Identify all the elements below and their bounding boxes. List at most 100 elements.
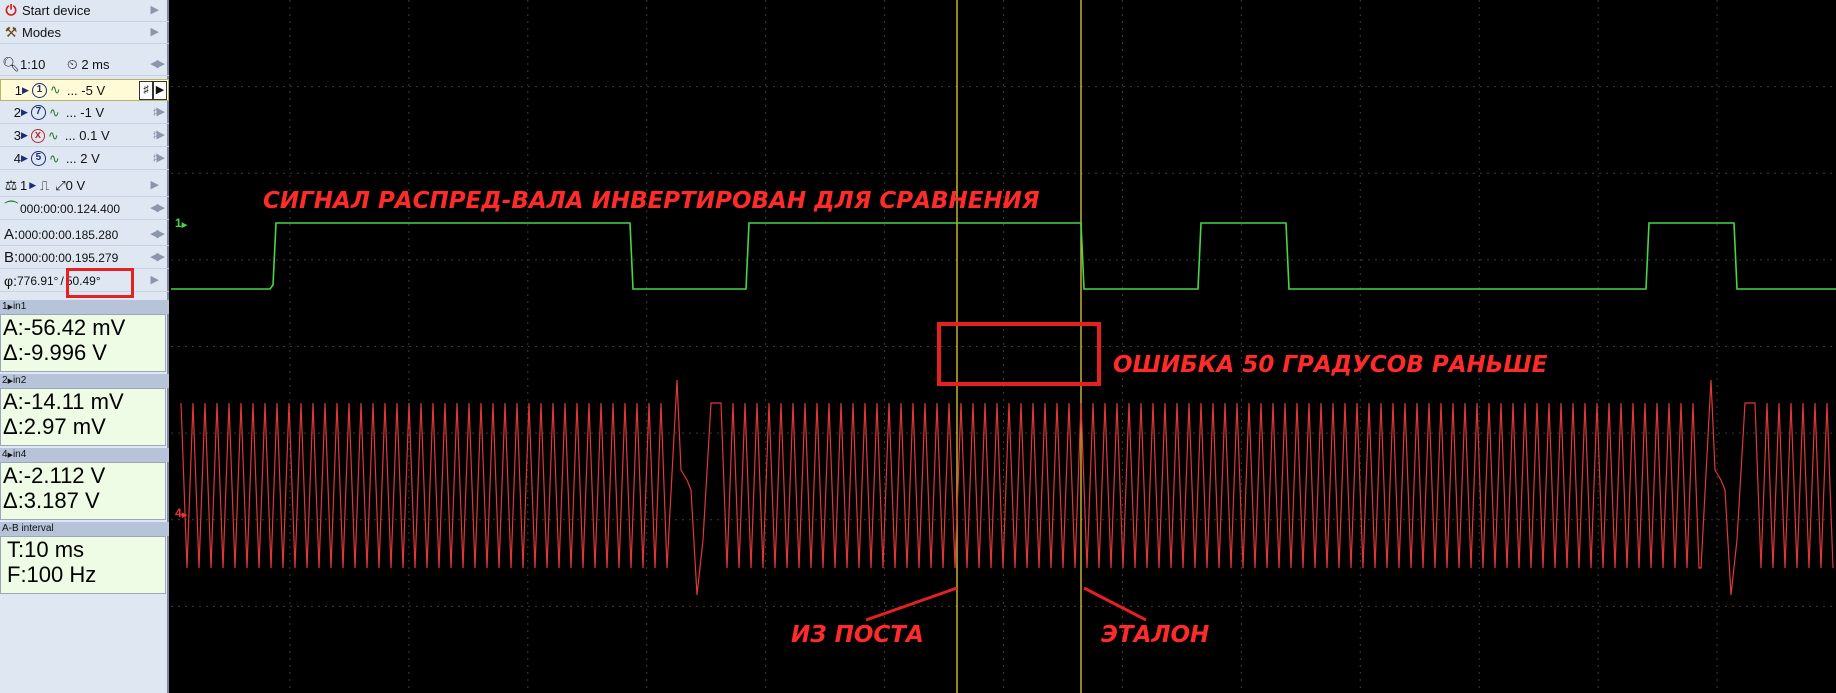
channel-value: ... -1 V	[65, 105, 105, 120]
trigger-row[interactable]: ⚖ 1 ▶ ⎍ ⤢ 0 V ▶	[0, 175, 169, 197]
stepper-arrows-icon[interactable]: ◀▶	[150, 202, 165, 214]
cursor-b-row[interactable]: B: 000:00:00.195.279 ◀▶	[0, 247, 169, 269]
stepper-arrows-icon[interactable]: ♯▶	[153, 129, 165, 141]
modes-icon: ⚒	[4, 24, 18, 40]
modes-label: Modes	[22, 25, 62, 40]
measurement-line: Δ:3.187 V	[3, 488, 100, 513]
channel-row-1[interactable]: 1 ▶ 1 ∿ ... -5 V ♯▶	[0, 79, 169, 101]
measurement-channel: 4	[2, 449, 8, 460]
channel-1-marker-label: 1	[175, 216, 182, 230]
sharp-icon[interactable]: ♯	[139, 81, 153, 100]
play-icon: ▶	[21, 107, 28, 117]
from-post-annotation: ИЗ ПОСТА	[791, 622, 924, 648]
stepper-arrows-icon[interactable]: ◀▶	[150, 228, 165, 240]
measurement-header-label: in4	[12, 449, 27, 460]
channel-row-4[interactable]: 4 ▶ 5 ∿ ... 2 V ♯▶	[0, 148, 169, 170]
pulse-icon: ⏜	[4, 200, 18, 216]
measurement-header-2[interactable]: 2▶in2	[0, 374, 169, 388]
channel-4-marker[interactable]: 4▶	[175, 506, 187, 520]
interval-box: T:10 ms F:100 Hz	[0, 536, 166, 594]
phase-row[interactable]: φ: 776.91° / 50.49° ▶	[0, 270, 169, 292]
cursor-b-label: B:	[4, 249, 19, 266]
chevron-right-icon: ▶	[150, 26, 159, 38]
channel-4-trace	[180, 379, 1834, 596]
pointer-line-reference	[1083, 586, 1147, 622]
timebase-value: 2 ms	[81, 57, 110, 72]
rising-edge-icon: ⎍	[40, 177, 50, 193]
play-icon: ▶	[7, 304, 13, 311]
phase-label: φ:	[4, 272, 17, 289]
waveform-icon: ∿	[48, 104, 60, 120]
zoom-timebase-row[interactable]: 🔍︎ 1:10 ⏲ 2 ms ◀▶	[0, 54, 169, 76]
modes-row[interactable]: ⚒ Modes ▶	[0, 22, 169, 44]
waveform-icon: ∿	[48, 150, 60, 166]
measurement-header-label: in1	[12, 301, 27, 312]
level-icon: ⤢	[55, 177, 66, 193]
cursor-a-row[interactable]: A: 000:00:00.185.280 ◀▶	[0, 224, 169, 246]
cursor-a-value: 000:00:00.185.280	[18, 227, 119, 242]
stepper-arrows-icon[interactable]: ♯▶	[153, 106, 165, 118]
channel-1-trace	[171, 222, 1836, 290]
stepper-arrows-icon[interactable]: ◀▶	[150, 251, 165, 263]
channel-number: 2	[13, 105, 21, 120]
cursor-b-value: 000:00:00.195.279	[18, 250, 119, 265]
play-icon: ▶	[7, 452, 13, 459]
channel-number: 4	[13, 151, 21, 166]
channel-controls[interactable]: ♯▶	[139, 81, 167, 100]
channel-row-2[interactable]: 2 ▶ 7 ∿ ... -1 V ♯▶	[0, 102, 169, 124]
play-icon: ▶	[21, 130, 28, 140]
interval-period: T:10 ms	[7, 537, 85, 562]
stepper-arrows-icon[interactable]: ♯▶	[153, 152, 165, 164]
measurement-header-1[interactable]: 1▶in1	[0, 300, 169, 314]
channel-1-marker[interactable]: 1▶	[175, 216, 187, 230]
measurement-line: A:-14.11 mV	[3, 389, 124, 414]
trigger-icon: ⚖	[4, 177, 18, 193]
interval-frequency: F:100 Hz	[7, 562, 97, 587]
error-highlight-box	[937, 322, 1101, 386]
waveform-icon: ∿	[47, 127, 59, 143]
waveform-icon: ∿	[49, 82, 61, 97]
measurement-line: Δ:2.97 mV	[3, 414, 106, 439]
channel-number: 1	[14, 82, 22, 98]
phase-highlight-box	[66, 268, 134, 298]
title-annotation: СИГНАЛ РАСПРЕД-ВАЛА ИНВЕРТИРОВАН ДЛЯ СРА…	[263, 188, 1040, 214]
channel-value: ... -5 V	[66, 82, 106, 98]
trigger-time-row[interactable]: ⏜ 000:00:00.124.400 ◀▶	[0, 198, 169, 220]
phase-value-2: 50.49°	[65, 273, 101, 288]
cursor-a-label: A:	[4, 226, 19, 243]
measurement-header-4[interactable]: 4▶in4	[0, 448, 169, 462]
measurement-line: A:-2.112 V	[3, 463, 106, 488]
channel-value: ... 0.1 V	[64, 128, 110, 143]
channel-badge: 5	[30, 151, 46, 166]
play-icon: ▶	[181, 512, 188, 519]
measurement-box-4: A:-2.112 V Δ:3.187 V	[0, 462, 166, 520]
channel-row-3[interactable]: 3 ▶ x ∿ ... 0.1 V ♯▶	[0, 125, 169, 147]
zoom-value: 1:10	[20, 57, 46, 72]
power-icon: ⏻	[5, 2, 17, 18]
chevron-right-icon: ▶	[150, 4, 159, 16]
trigger-time: 000:00:00.124.400	[20, 201, 121, 216]
control-panel: ⏻ Start device ▶ ⚒ Modes ▶ 🔍︎ 1:10 ⏲ 2 m…	[0, 0, 169, 693]
oscilloscope-display[interactable]: 1▶ 4▶ СИГНАЛ РАСПРЕД-ВАЛА ИНВЕРТИРОВАН Д…	[171, 0, 1836, 693]
magnifier-icon: 🔍︎	[2, 56, 20, 72]
start-device-row[interactable]: ⏻ Start device ▶	[0, 0, 169, 22]
pointer-line-from-post	[865, 586, 958, 622]
measurement-channel: 1	[2, 301, 8, 312]
trigger-channel: 1	[20, 178, 28, 193]
chevron-right-icon: ▶	[150, 179, 159, 191]
channel-value: ... 2 V	[65, 151, 100, 166]
measurement-line: Δ:-9.996 V	[3, 340, 107, 365]
timebase-icon: ⏲	[66, 56, 78, 72]
play-icon: ▶	[7, 378, 13, 385]
error-annotation: ОШИБКА 50 ГРАДУСОВ РАНЬШЕ	[1113, 352, 1548, 378]
measurement-channel: 2	[2, 375, 8, 386]
interval-header[interactable]: A-B interval	[0, 522, 169, 536]
waveform-canvas[interactable]	[171, 0, 1836, 693]
play-icon: ▶	[21, 153, 28, 163]
stepper-arrows-icon[interactable]: ◀▶	[150, 58, 165, 70]
play-icon[interactable]: ▶	[153, 81, 167, 100]
measurement-line: A:-56.42 mV	[3, 315, 126, 340]
channel-4-marker-label: 4	[175, 506, 182, 520]
phase-value-1: 776.91°	[16, 273, 59, 288]
trigger-level: 0 V	[65, 178, 86, 193]
